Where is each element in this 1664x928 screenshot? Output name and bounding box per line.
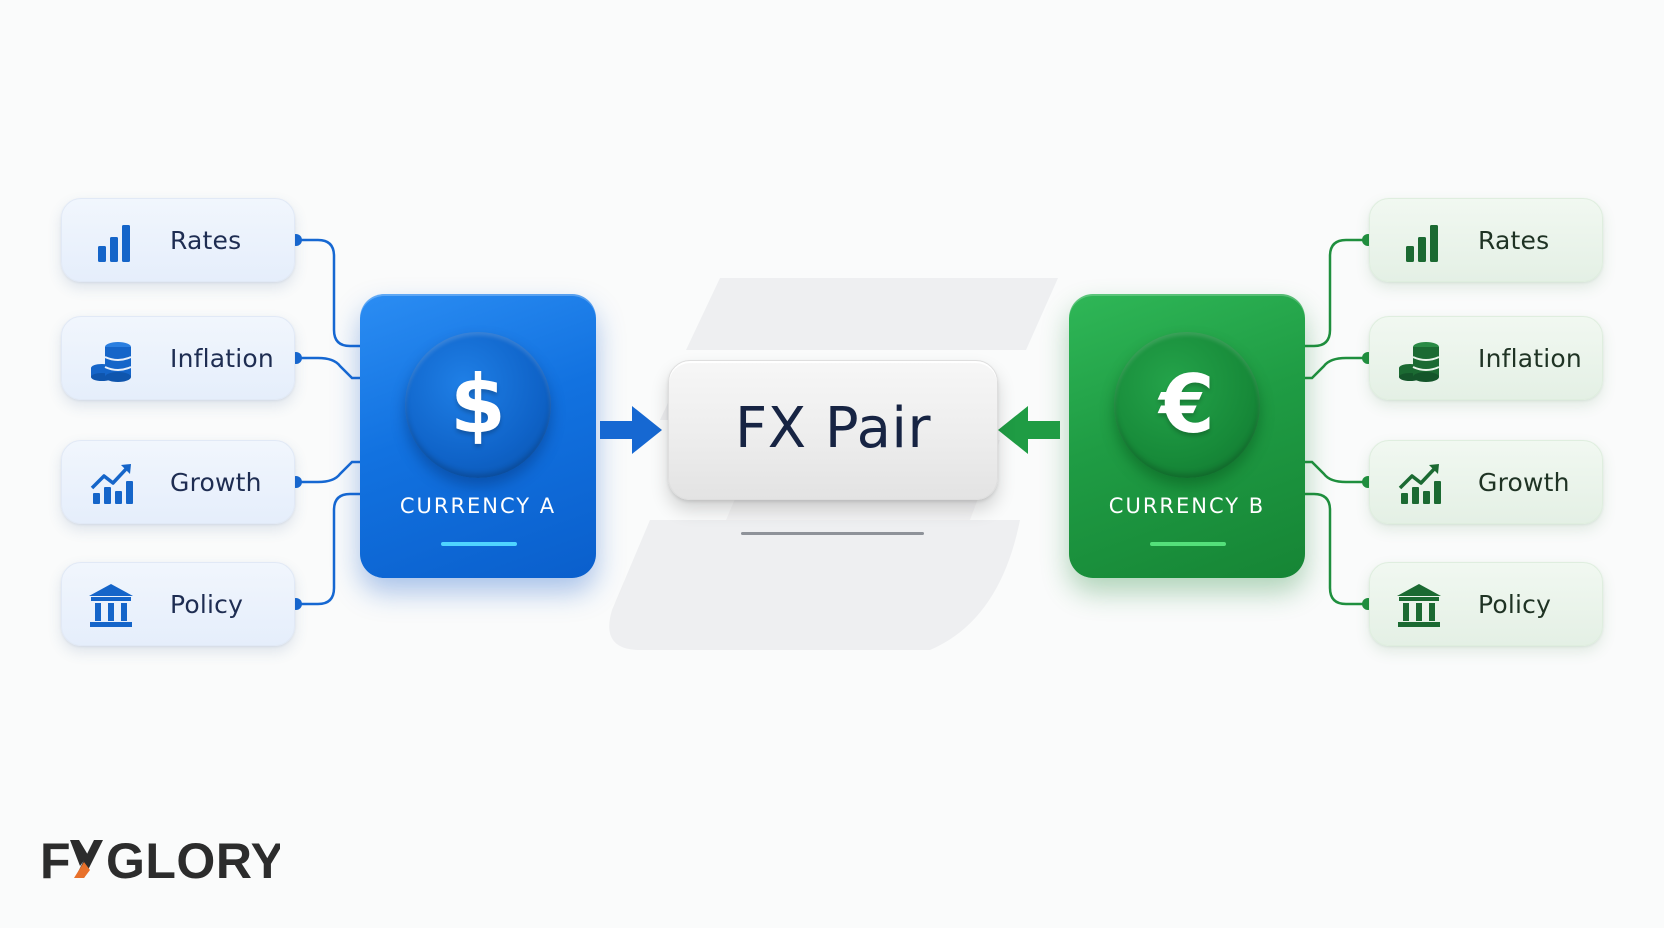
fx-pair-box: FX Pair [668, 360, 998, 500]
bank-building-icon [1397, 584, 1441, 627]
factor-pill-inflation-a: Inflation [61, 316, 295, 400]
right-arrow-icon [600, 406, 662, 454]
euro-coin-icon: € [1114, 332, 1260, 478]
left-arrow-icon [998, 406, 1060, 454]
svg-text:F: F [40, 833, 71, 888]
factor-pill-policy-a: Policy [61, 562, 295, 646]
fx-pair-title: FX Pair [734, 396, 932, 461]
factor-label: Growth [1478, 468, 1570, 497]
growth-chart-icon [1398, 464, 1441, 504]
currency-a-underline [441, 542, 517, 546]
dollar-coin-icon: $ [405, 332, 551, 478]
factor-pill-rates-a: Rates [61, 198, 295, 282]
currency-b-label: CURRENCY B [1108, 494, 1266, 518]
dollar-symbol: $ [450, 358, 506, 451]
factor-pill-growth-a: Growth [61, 440, 295, 524]
factor-label: Policy [1478, 590, 1552, 619]
svg-text:GLORY: GLORY [106, 833, 280, 888]
coin-stack-icon [1399, 342, 1440, 382]
currency-a-card: $ CURRENCY A [360, 294, 596, 578]
factor-label: Rates [170, 226, 242, 255]
factor-pill-inflation-b: Inflation [1369, 316, 1603, 400]
coin-stack-icon [91, 342, 132, 382]
factor-pill-policy-b: Policy [1369, 562, 1603, 646]
factor-label: Rates [1478, 226, 1550, 255]
factor-label: Inflation [170, 344, 274, 373]
currency-b-underline [1150, 542, 1226, 546]
currency-b-card: € CURRENCY B [1069, 294, 1305, 578]
factor-label: Policy [170, 590, 244, 619]
currency-a-label: CURRENCY A [399, 494, 557, 518]
growth-chart-icon [90, 464, 133, 504]
euro-symbol: € [1159, 358, 1215, 451]
factor-pill-rates-b: Rates [1369, 198, 1603, 282]
fxglory-logo-mark: F GLORY [40, 833, 280, 888]
bar-chart-icon [1406, 225, 1438, 262]
fx-pair-underline [741, 532, 924, 535]
factor-pill-growth-b: Growth [1369, 440, 1603, 524]
factor-label: Growth [170, 468, 262, 497]
factor-label: Inflation [1478, 344, 1582, 373]
bar-chart-icon [98, 225, 130, 262]
bank-building-icon [89, 584, 133, 627]
